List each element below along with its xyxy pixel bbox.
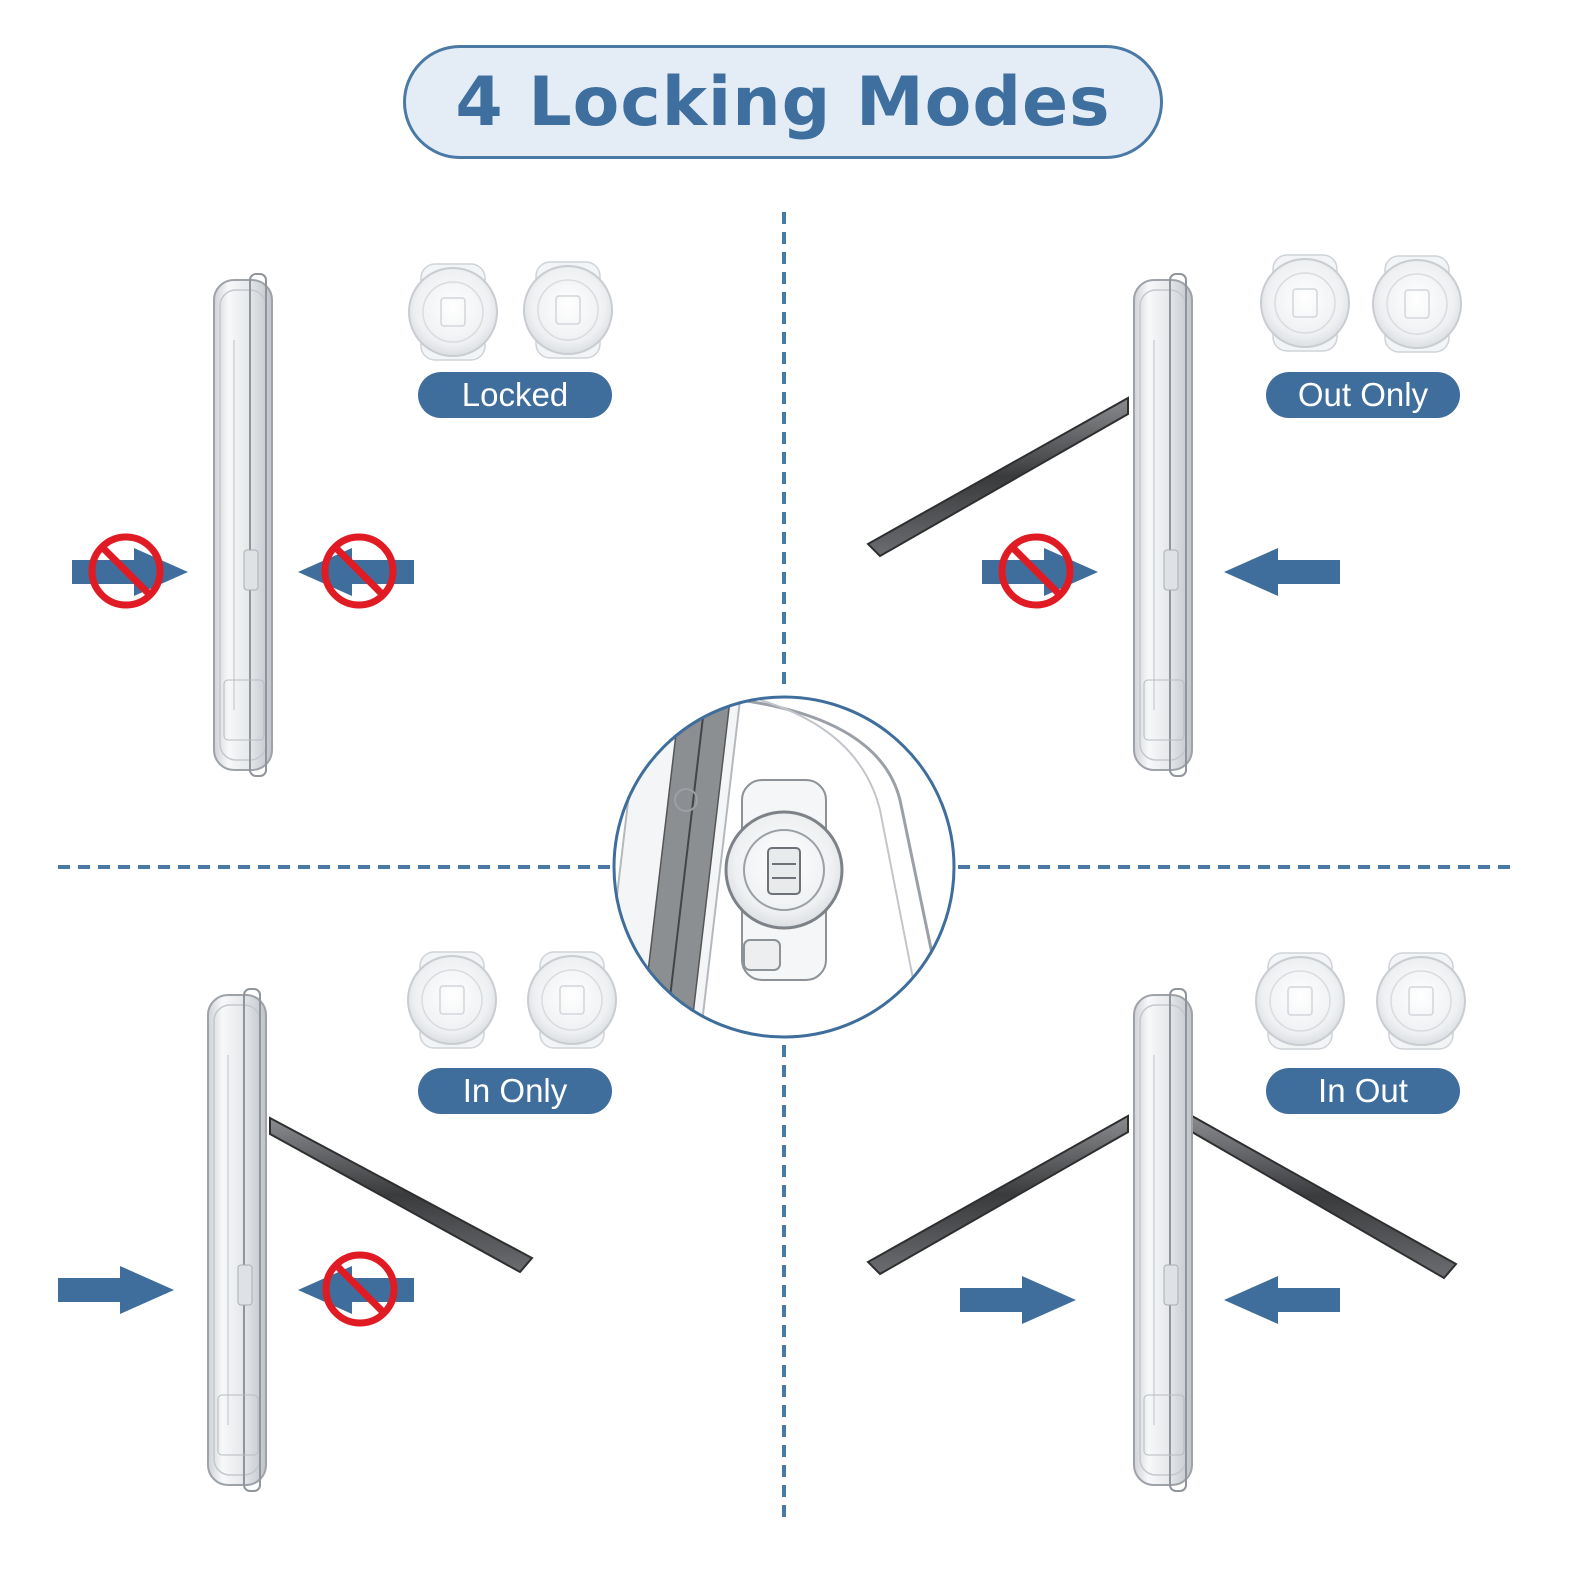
- mode-out-only-illustration: [866, 254, 1462, 777]
- arrow-left-icon: [1224, 548, 1340, 596]
- arrow-left-icon: [1224, 1276, 1340, 1324]
- mode-locked-illustration: [72, 261, 613, 777]
- magnified-detail: [612, 695, 956, 1039]
- clip-icon: [1376, 952, 1466, 1050]
- mode-in-out-illustration: [866, 952, 1466, 1492]
- mode-label-locked: Locked: [418, 372, 612, 418]
- clip-icon: [523, 261, 613, 359]
- clip-icon: [1255, 952, 1345, 1050]
- clip-icon: [408, 263, 498, 361]
- mode-label-in-only: In Only: [418, 1068, 612, 1114]
- kickstand: [866, 396, 1129, 558]
- arrow-right-icon: [960, 1276, 1076, 1324]
- mode-in-only-illustration: [58, 951, 617, 1492]
- kickstand: [1191, 1114, 1458, 1280]
- kickstand: [269, 1116, 534, 1274]
- mode-label-in-out: In Out: [1266, 1068, 1460, 1114]
- title: 4 Locking Modes: [455, 62, 1111, 142]
- clip-icon: [407, 951, 497, 1049]
- kickstand: [866, 1114, 1129, 1276]
- clip-icon: [527, 951, 617, 1049]
- clip-icon: [1372, 255, 1462, 353]
- mode-label-out-only: Out Only: [1266, 372, 1460, 418]
- arrow-right-icon: [58, 1266, 174, 1314]
- title-banner: 4 Locking Modes: [403, 45, 1163, 159]
- clip-icon: [1260, 254, 1350, 352]
